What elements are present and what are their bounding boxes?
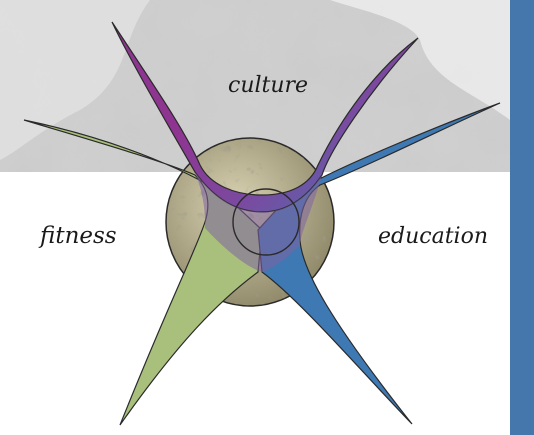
side-bar [510, 0, 534, 435]
label-fitness: fitness [38, 223, 117, 249]
label-education: education [378, 224, 488, 249]
label-culture: culture [228, 73, 308, 98]
